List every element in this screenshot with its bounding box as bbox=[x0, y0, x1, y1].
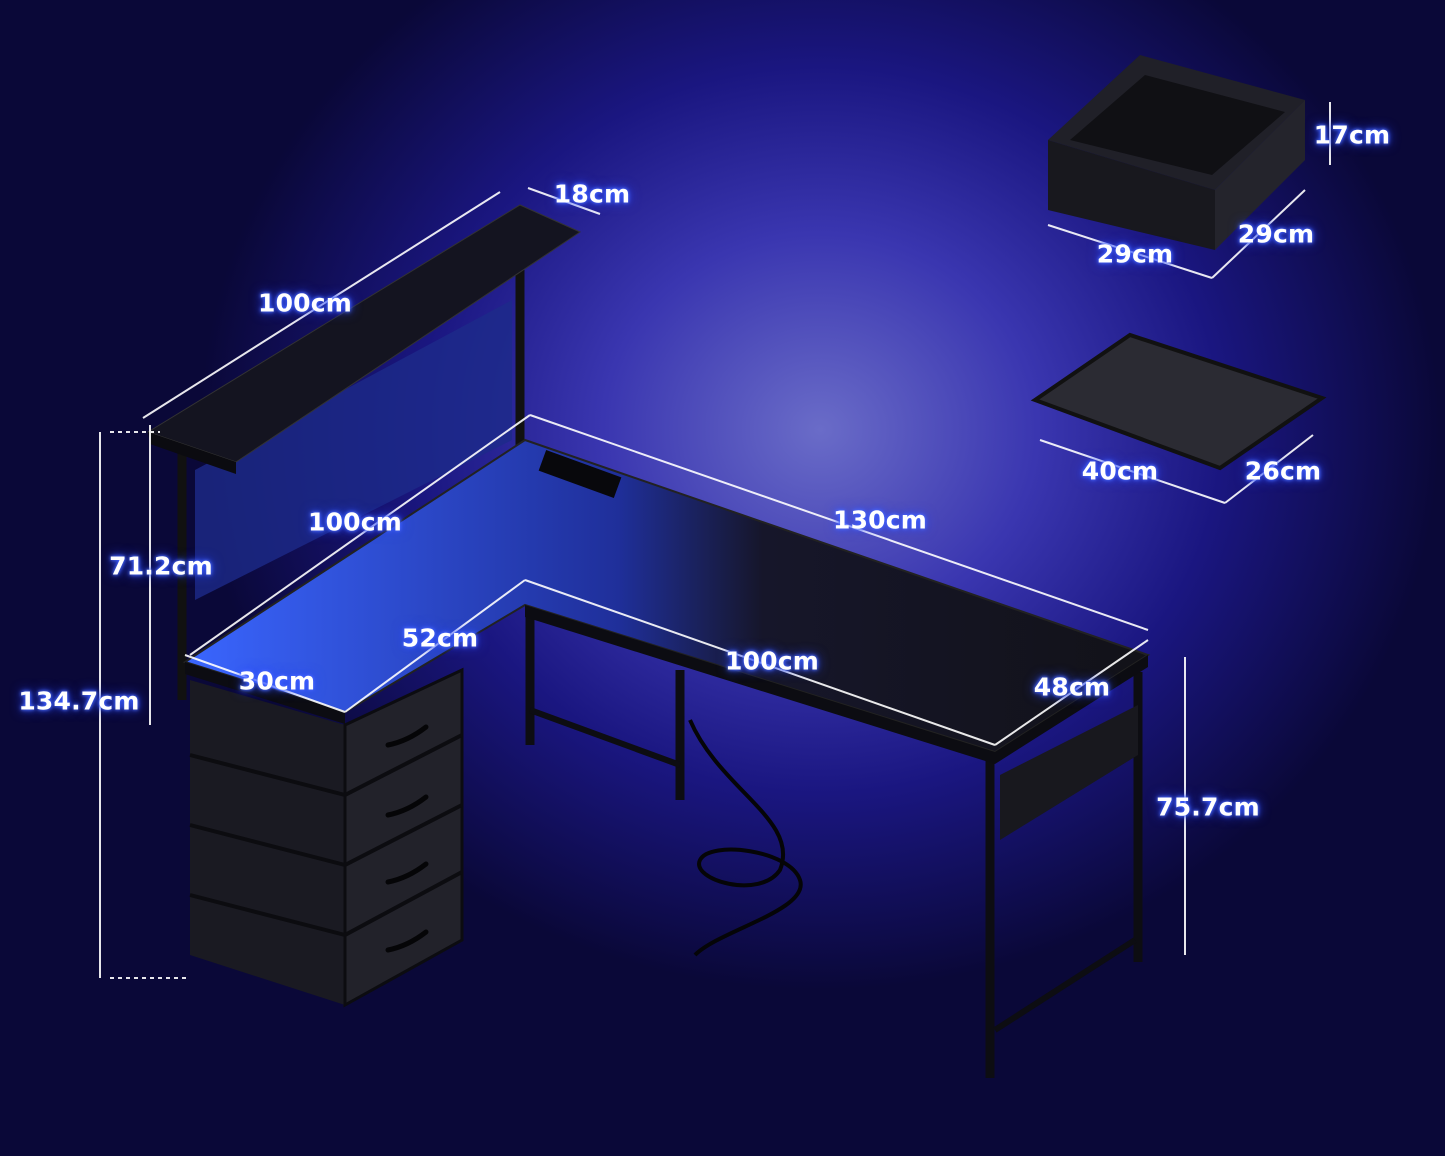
label-drawer-depth: 29cm bbox=[1237, 219, 1315, 249]
label-drawer-height: 17cm bbox=[1313, 120, 1391, 150]
label-left-wing-depth: 52cm bbox=[401, 623, 479, 653]
side-storage-bag bbox=[1000, 705, 1138, 840]
label-hutch-height: 71.2cm bbox=[109, 551, 213, 581]
label-hutch-width: 100cm bbox=[257, 288, 353, 318]
label-left-wing-length: 100cm bbox=[307, 507, 403, 537]
drawer-box bbox=[1048, 55, 1305, 250]
hutch-shelf bbox=[146, 204, 582, 463]
label-desk-depth: 48cm bbox=[1033, 672, 1111, 702]
label-cabinet-width: 30cm bbox=[238, 666, 316, 696]
hutch bbox=[177, 270, 525, 700]
label-hutch-depth: 18cm bbox=[553, 179, 631, 209]
dimension-lines bbox=[99, 102, 1331, 979]
label-shelf-depth: 26cm bbox=[1244, 456, 1322, 486]
power-outlet bbox=[538, 449, 622, 499]
keyboard-shelf bbox=[1030, 332, 1327, 471]
label-right-wing-length: 130cm bbox=[832, 505, 928, 535]
label-front-length: 100cm bbox=[724, 646, 820, 676]
label-total-height: 134.7cm bbox=[18, 686, 140, 716]
power-cord bbox=[688, 719, 803, 957]
label-drawer-width: 29cm bbox=[1096, 239, 1174, 269]
drawer-cabinet bbox=[189, 667, 464, 1008]
label-desk-height: 75.7cm bbox=[1156, 792, 1260, 822]
label-shelf-width: 40cm bbox=[1081, 456, 1159, 486]
hutch-pegboard bbox=[195, 300, 512, 600]
